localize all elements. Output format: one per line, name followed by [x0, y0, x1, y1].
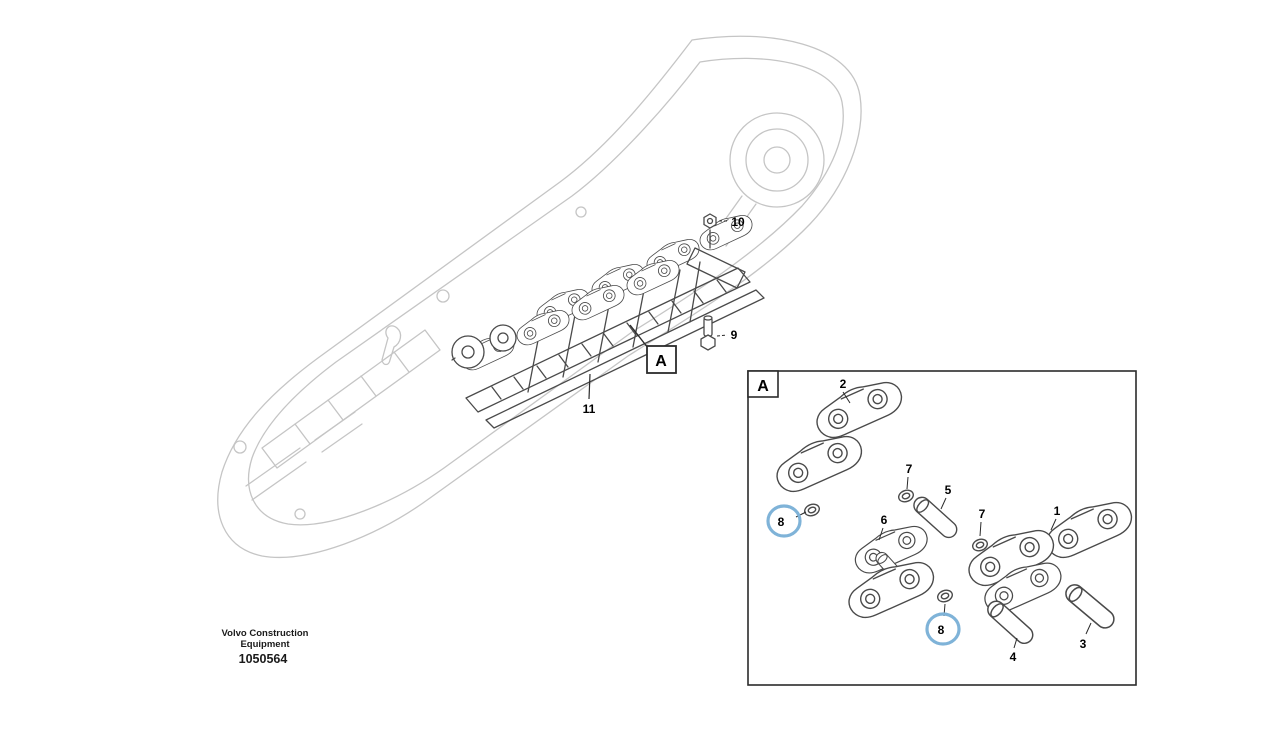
- main-callouts: 10 9 11 A: [583, 215, 745, 416]
- part-label-4: 4: [1010, 650, 1017, 664]
- footer-doc-number: 1050564: [239, 652, 288, 666]
- detail-callouts: 2 7 5 7 6 1 8 8 4 3: [766, 377, 1092, 664]
- part-label-3: 3: [1080, 637, 1087, 651]
- footer-company-line2: Equipment: [240, 639, 290, 650]
- chain-assembly-drawing: [451, 208, 765, 429]
- part-label-8a: 8: [778, 515, 785, 529]
- part-label-8b: 8: [938, 623, 945, 637]
- part-label-2: 2: [840, 377, 847, 391]
- nut-part-10: [703, 213, 717, 229]
- part-label-7a: 7: [906, 462, 913, 476]
- track-frame-drawing: [217, 35, 862, 558]
- highlight-circle-8a: [766, 504, 802, 538]
- footer-block: Volvo Construction Equipment 1050564: [222, 628, 309, 666]
- detail-marker-box-frame: [747, 370, 779, 398]
- part-label-11: 11: [583, 402, 596, 416]
- part-label-10: 10: [731, 215, 745, 229]
- part-label-6: 6: [881, 513, 888, 527]
- part-label-9: 9: [731, 328, 738, 342]
- detail-marker-box-label: A: [757, 378, 769, 395]
- part-label-5: 5: [945, 483, 952, 497]
- part-label-1: 1: [1054, 504, 1061, 518]
- highlight-circle-8b: [925, 612, 961, 646]
- part-label-7b: 7: [979, 507, 986, 521]
- detail-marker-main-box: [646, 345, 677, 374]
- detail-marker-main-label: A: [655, 353, 667, 370]
- footer-company-line1: Volvo Construction: [222, 628, 309, 639]
- bolt-part-9: [700, 315, 716, 351]
